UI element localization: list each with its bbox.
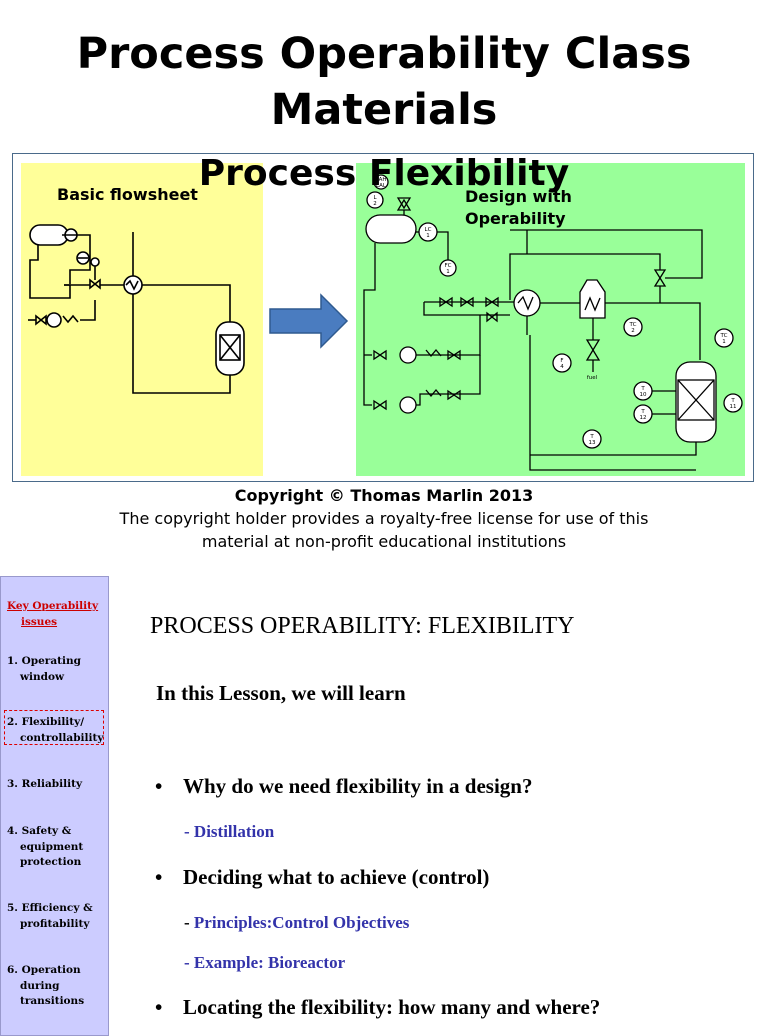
sub-bioreactor: - Example: Bioreactor xyxy=(184,953,346,972)
svg-text:1: 1 xyxy=(722,339,726,345)
svg-text:LAH: LAH xyxy=(375,177,386,183)
transformation-arrow xyxy=(269,293,349,349)
basic-valve xyxy=(89,278,101,290)
bullet-flexibility-need: • Why do we need flexibility in a design? xyxy=(155,772,532,800)
sub-distillation: - Distillation xyxy=(184,822,275,841)
svg-text:T: T xyxy=(640,386,645,392)
sidebar-item-transitions[interactable]: 6. Operation during transitions xyxy=(7,964,85,1007)
bullet-dot: • xyxy=(155,865,163,889)
key-issues-sidebar: Key Operability issues 1. Operating wind… xyxy=(0,576,109,1036)
sidebar-item-efficiency[interactable]: 5. Efficiency & profitability xyxy=(7,902,93,930)
slide-heading: PROCESS OPERABILITY: FLEXIBILITY xyxy=(150,613,575,639)
svg-text:fuel: fuel xyxy=(587,375,598,381)
sidebar-item-reliability[interactable]: 3. Reliability xyxy=(7,778,83,790)
basic-pump xyxy=(46,312,62,328)
svg-text:2: 2 xyxy=(631,328,635,334)
bullet-text: Locating the flexibility: how many and w… xyxy=(183,995,601,1019)
bullet-dot: • xyxy=(155,774,163,798)
figure-subtitle: Process Flexibility xyxy=(198,153,570,194)
instrument-l2 xyxy=(366,191,384,209)
operability-pump-2 xyxy=(399,396,417,414)
bullet-text: Deciding what to achieve (control) xyxy=(183,865,490,889)
bullet-control: • Deciding what to achieve (control) xyxy=(155,863,489,891)
instrument-fc1 xyxy=(439,259,457,277)
svg-text:TC: TC xyxy=(629,322,637,328)
sub-dash: - xyxy=(184,913,194,932)
svg-text:TC: TC xyxy=(720,333,728,339)
svg-text:4: 4 xyxy=(560,364,564,370)
bullet-text: Why do we need flexibility in a design? xyxy=(183,774,533,798)
instrument-f4 xyxy=(552,353,572,373)
page-title-line2: Materials xyxy=(270,85,498,135)
license-line1: The copyright holder provides a royalty-… xyxy=(119,509,649,528)
design-label-line2: Operability xyxy=(465,209,566,228)
svg-text:2: 2 xyxy=(373,201,377,207)
design-with-operability-label: Design with Operability xyxy=(465,186,665,230)
bullet-dot: • xyxy=(155,995,163,1019)
page-title-line1: Process Operability Class xyxy=(76,29,692,79)
operability-reactor xyxy=(675,361,717,443)
lesson-intro: In this Lesson, we will learn xyxy=(156,681,406,705)
svg-text:F: F xyxy=(560,358,563,364)
design-label-line1: Design with xyxy=(465,187,572,206)
instrument-t11 xyxy=(723,393,743,413)
svg-text:T: T xyxy=(589,434,594,440)
sidebar-heading: Key Operability issues xyxy=(7,600,99,628)
license-line2: material at non-profit educational insti… xyxy=(201,532,567,551)
operability-heat-exchanger xyxy=(513,289,541,317)
sub-text: Principles:Control Objectives xyxy=(193,913,410,932)
svg-text:10: 10 xyxy=(640,392,647,398)
sidebar-item-flexibility[interactable]: 2. Flexibility/ controllability xyxy=(7,716,104,744)
svg-text:LAL: LAL xyxy=(376,183,387,189)
sidebar-item-operating-window[interactable]: 1. Operating window xyxy=(7,655,81,683)
operability-drum xyxy=(365,214,417,244)
svg-text:FC: FC xyxy=(444,263,451,269)
basic-flowsheet-label: Basic flowsheet xyxy=(57,185,198,204)
instrument-tc2 xyxy=(623,317,643,337)
svg-text:11: 11 xyxy=(730,404,737,410)
sidebar-selection-box xyxy=(4,710,104,745)
instrument-t13 xyxy=(582,429,602,449)
operability-pump-1 xyxy=(399,346,417,364)
instrument-tc1 xyxy=(714,328,734,348)
sidebar-item-safety[interactable]: 4. Safety & equipment protection xyxy=(7,825,84,868)
svg-text:13: 13 xyxy=(589,440,596,446)
svg-text:T: T xyxy=(640,409,645,415)
bullet-locating-flexibility: • Locating the flexibility: how many and … xyxy=(155,993,600,1021)
furnace xyxy=(579,279,606,319)
operability-flowsheet-drawing xyxy=(363,174,743,471)
sub-control-objectives: - Principles:Control Objectives xyxy=(184,912,409,934)
svg-text:T: T xyxy=(730,398,735,404)
svg-text:12: 12 xyxy=(640,415,647,421)
svg-text:LC: LC xyxy=(425,227,432,233)
svg-text:1: 1 xyxy=(446,269,450,275)
svg-text:L: L xyxy=(373,195,377,201)
copyright-line: Copyright © Thomas Marlin 2013 xyxy=(234,486,534,505)
basic-flowsheet-drawing xyxy=(28,224,245,394)
svg-text:1: 1 xyxy=(426,233,430,239)
